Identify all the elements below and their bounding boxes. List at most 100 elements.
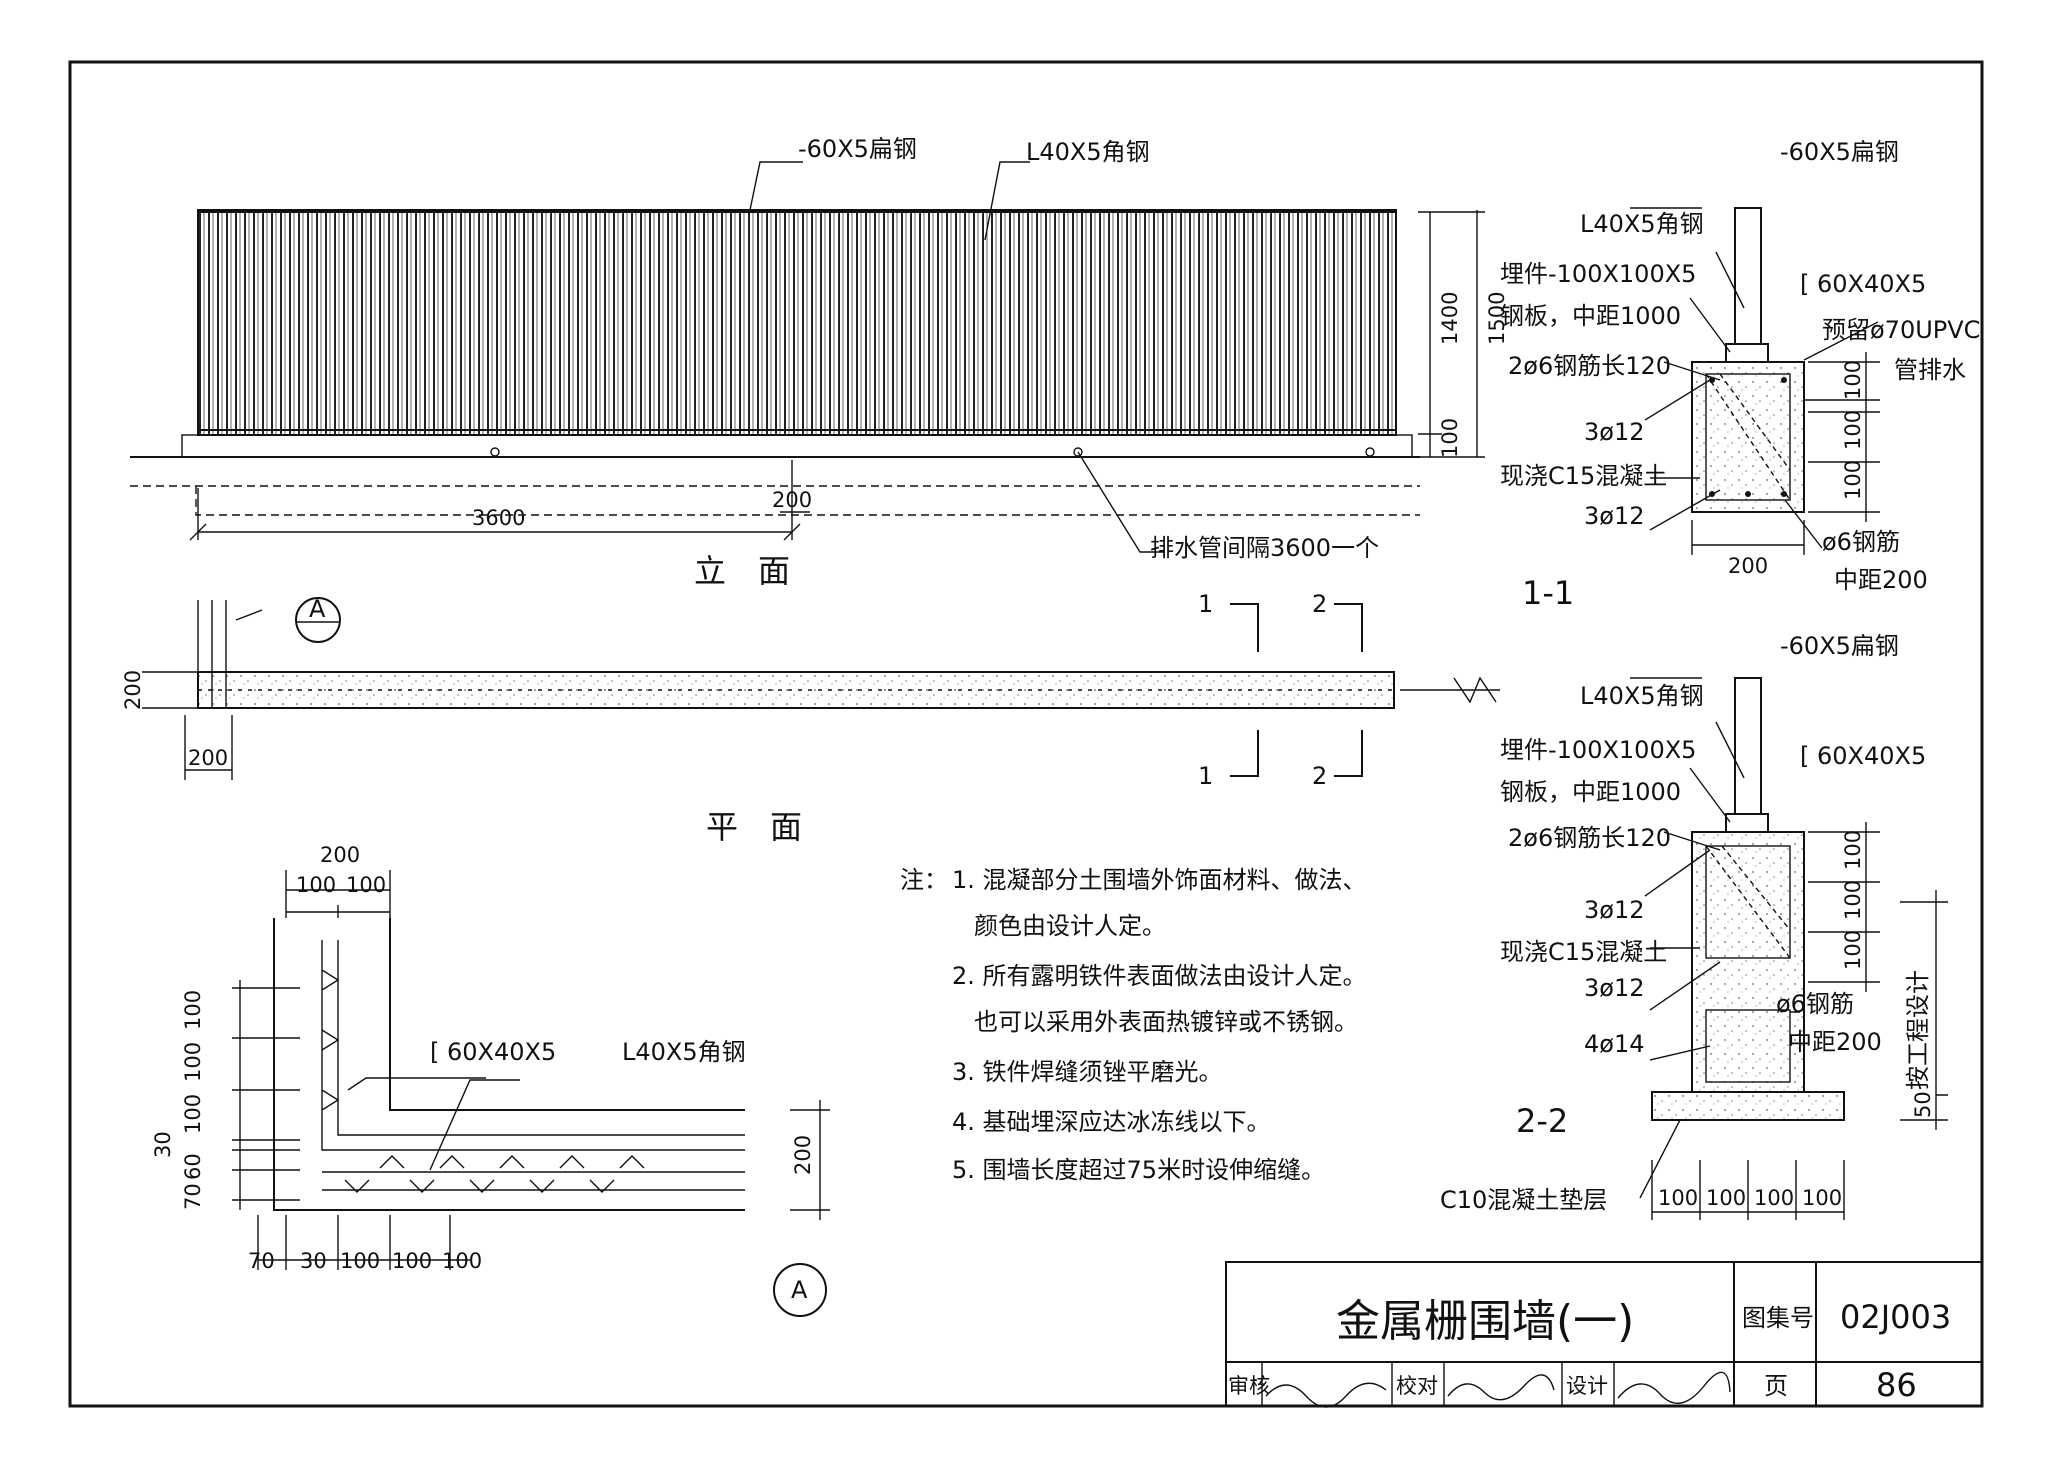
s2-stirrup-2: 中距200: [1788, 1028, 1882, 1056]
s1-dim-right-1: 100: [1841, 410, 1865, 450]
fence-bars: [197, 209, 1397, 436]
s1-pvc-2: 管排水: [1894, 356, 1966, 384]
s2-concrete: 现浇C15混凝土: [1500, 938, 1667, 966]
detail-a-marker: A: [791, 1276, 808, 1304]
s1-dim-width: 200: [1728, 554, 1768, 578]
note-line-2: 颜色由设计人定。: [974, 912, 1166, 940]
atlas-label: 图集号: [1742, 1304, 1814, 1332]
s2-rebar-b: 3ø12: [1584, 896, 1645, 924]
s1-stirrup-1: ø6钢筋: [1822, 528, 1900, 556]
s2-angle: L40X5角钢: [1580, 682, 1704, 710]
notes-block: 注： 1. 混凝部分土围墙外饰面材料、做法、 颜色由设计人定。 2. 所有露明铁…: [900, 866, 1367, 1184]
atlas-number: 02J003: [1840, 1298, 1951, 1336]
s2-dim-bottom-0: 100: [1658, 1186, 1698, 1210]
note-line-7: 5. 围墙长度超过75米时设伸缩缝。: [952, 1156, 1325, 1184]
plan-cut-1-top: 1: [1198, 590, 1213, 618]
s2-embed-2: 钢板，中距1000: [1500, 778, 1681, 806]
detail-a-dim-left-1: 100: [181, 1042, 205, 1082]
s1-angle: L40X5角钢: [1580, 210, 1704, 238]
elev-dim-1400: 1400: [1438, 292, 1462, 345]
elev-dim-200: 200: [772, 488, 812, 512]
s2-dim-right-0: 100: [1841, 830, 1865, 870]
design-label: 设计: [1566, 1374, 1608, 1398]
note-line-4: 也可以采用外表面热镀锌或不锈钢。: [974, 1008, 1358, 1036]
s2-embed-1: 埋件-100X100X5: [1500, 736, 1696, 764]
plan-detail-marker: A: [309, 595, 326, 623]
section-2-2: -60X5扁钢 L40X5角钢 埋件-100X100X5 钢板，中距1000 […: [1440, 632, 1948, 1220]
sheet-border: [68, 60, 1984, 1408]
s2-dim-bottom-1: 100: [1706, 1186, 1746, 1210]
note-line-3: 2. 所有露明铁件表面做法由设计人定。: [952, 962, 1367, 990]
s2-flat-bar: -60X5扁钢: [1780, 632, 1899, 660]
detail-a-dim-top-b: 100: [346, 873, 386, 897]
plan-cut-2-top: 2: [1312, 590, 1327, 618]
sheet-title: 金属栅围墙(一): [1336, 1296, 1634, 1347]
s2-rebar-c: 3ø12: [1584, 974, 1645, 1002]
elev-angle-label: L40X5角钢: [1026, 138, 1150, 166]
detail-a-dim-bottom-1: 30: [300, 1249, 327, 1273]
check-label: 校对: [1396, 1374, 1438, 1398]
detail-a-dim-bottom-0: 70: [248, 1249, 275, 1273]
s2-dim-right-3: 50: [1911, 1091, 1935, 1118]
section-1-1: -60X5扁钢 L40X5角钢 埋件-100X100X5 钢板，中距1000 […: [1500, 138, 1980, 612]
detail-a-channel: [ 60X40X5: [430, 1038, 556, 1066]
plan-cut-1-bot: 1: [1198, 762, 1213, 790]
s2-dim-right-1: 100: [1841, 880, 1865, 920]
s2-depth-note: 按工程设计: [1904, 970, 1932, 1090]
note-line-1: 1. 混凝部分土围墙外饰面材料、做法、: [952, 866, 1367, 894]
detail-a-angle: L40X5角钢: [622, 1038, 746, 1066]
s2-dim-bottom-3: 100: [1802, 1186, 1842, 1210]
detail-a-dim-left-5: 70: [181, 1183, 205, 1210]
detail-a-wall: [273, 918, 745, 1211]
s1-pvc-1: 预留ø70UPVC: [1822, 316, 1980, 344]
s2-pad: C10混凝土垫层: [1440, 1186, 1607, 1214]
detail-a-dim-top-a: 100: [296, 873, 336, 897]
detail-a-dim-top: 200: [320, 843, 360, 867]
detail-a-view: 200 100 100 [ 60X40X5 L40X5角钢 100 100 10…: [151, 843, 830, 1317]
s1-embed-1: 埋件-100X100X5: [1500, 260, 1696, 288]
detail-a-dim-left-0: 100: [181, 990, 205, 1030]
page-number: 86: [1876, 1366, 1917, 1404]
detail-a-dim-bottom-2: 100: [340, 1249, 380, 1273]
detail-a-dim-left-3: 30: [151, 1131, 175, 1158]
elev-dim-100: 100: [1438, 418, 1462, 458]
s2-dim-bottom-2: 100: [1754, 1186, 1794, 1210]
s1-dim-right-2: 100: [1841, 460, 1865, 500]
elev-dim-1500: 1500: [1485, 292, 1509, 345]
plan-dim-h: 200: [121, 670, 145, 710]
s2-channel: [ 60X40X5: [1800, 742, 1926, 770]
review-label: 审核: [1228, 1374, 1270, 1398]
s1-flat-bar: -60X5扁钢: [1780, 138, 1899, 166]
s2-rebar-a: 2ø6钢筋长120: [1508, 824, 1671, 852]
s1-concrete: 现浇C15混凝土: [1500, 462, 1667, 490]
page-label: 页: [1764, 1372, 1788, 1400]
s1-rebar-b: 3ø12: [1584, 418, 1645, 446]
s1-stirrup-2: 中距200: [1834, 566, 1928, 594]
s1-channel: [ 60X40X5: [1800, 270, 1926, 298]
s1-label: 1-1: [1522, 574, 1574, 612]
elevation-view: -60X5扁钢 L40X5角钢 3600 200 排水管间隔3600一个 立 面…: [130, 135, 1509, 590]
detail-a-dim-left-4: 60: [181, 1153, 205, 1180]
notes-prefix: 注：: [900, 866, 948, 894]
plan-wall: [197, 671, 1395, 709]
elevation-heading: 立 面: [694, 552, 790, 590]
detail-a-callout: [295, 597, 341, 643]
note-line-6: 4. 基础埋深应达冰冻线以下。: [952, 1108, 1271, 1136]
s2-label: 2-2: [1516, 1102, 1568, 1140]
plan-view: A 200 200 1 2 1 2 平 面: [121, 590, 1500, 846]
s2-dim-right-2: 100: [1841, 930, 1865, 970]
s2-stirrup-1: ø6钢筋: [1776, 990, 1854, 1018]
detail-a-marker-circle: [773, 1263, 827, 1317]
section-2-wall: [1691, 831, 1805, 1093]
s1-rebar-a: 2ø6钢筋长120: [1508, 352, 1671, 380]
detail-a-dim-bottom-4: 100: [442, 1249, 482, 1273]
title-block: 金属栅围墙(一) 图集号 02J003 审核 校对 设计 页 86: [1225, 1261, 1983, 1408]
elev-dim-3600: 3600: [472, 506, 525, 530]
drain-note: 排水管间隔3600一个: [1150, 534, 1379, 562]
s1-embed-2: 钢板，中距1000: [1500, 302, 1681, 330]
detail-a-dim-left-2: 100: [181, 1094, 205, 1134]
elev-flat-bar-label: -60X5扁钢: [798, 135, 917, 163]
note-line-5: 3. 铁件焊缝须锉平磨光。: [952, 1058, 1223, 1086]
s1-rebar-c: 3ø12: [1584, 502, 1645, 530]
